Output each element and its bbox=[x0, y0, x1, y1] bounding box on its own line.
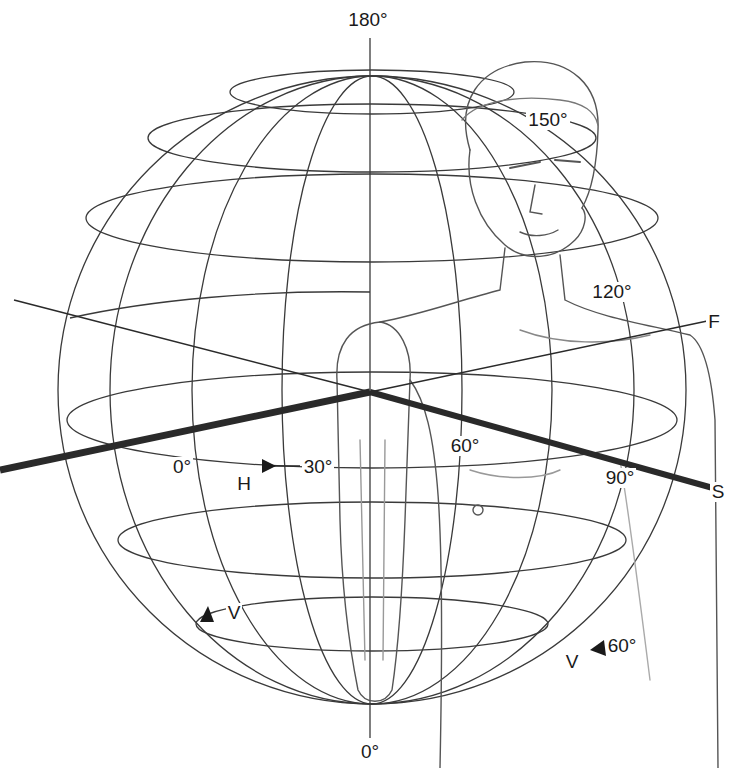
angle-label: 0° bbox=[359, 742, 381, 763]
direction-arrows bbox=[200, 459, 606, 656]
angle-label: V bbox=[564, 652, 581, 673]
angle-label: V bbox=[226, 603, 243, 624]
angle-label: 120° bbox=[590, 282, 633, 303]
angle-label: 180° bbox=[346, 10, 389, 31]
angle-label: H bbox=[235, 474, 253, 495]
angle-label: 0° bbox=[171, 457, 193, 478]
human-figure bbox=[337, 62, 718, 768]
angle-label: 60° bbox=[449, 436, 482, 457]
globe-grid bbox=[58, 38, 686, 738]
angle-label: S bbox=[710, 482, 727, 503]
angle-label: 60° bbox=[606, 636, 639, 657]
angle-label: F bbox=[706, 312, 722, 333]
angle-label: 90° bbox=[604, 468, 637, 489]
angle-label: 150° bbox=[526, 110, 569, 131]
angle-label: 30° bbox=[302, 457, 335, 478]
plane-lines bbox=[0, 300, 720, 490]
